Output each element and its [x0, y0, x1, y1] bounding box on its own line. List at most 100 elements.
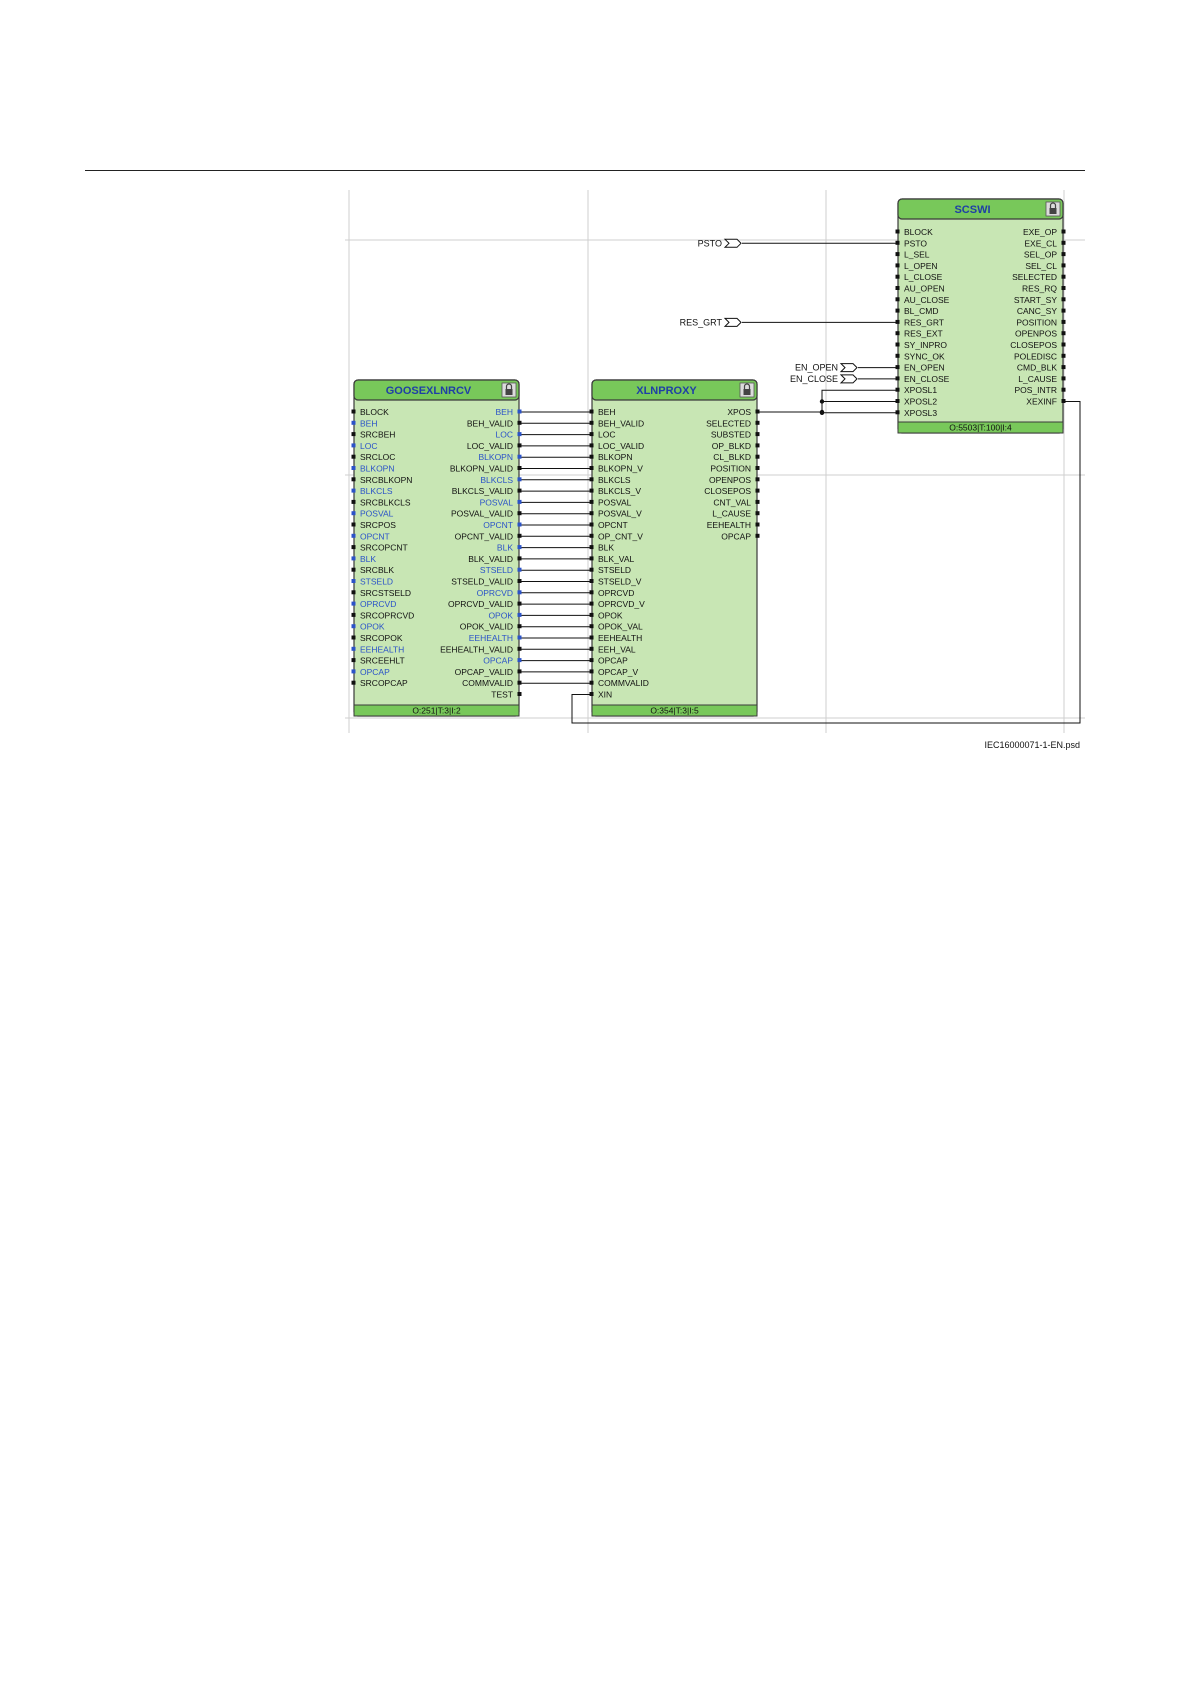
- input-pin: [351, 522, 356, 527]
- output-label: STSELD: [480, 565, 513, 575]
- input-label: SRCBLK: [360, 565, 394, 575]
- input-pin: [589, 488, 594, 493]
- input-label: XPOSL3: [904, 408, 937, 418]
- output-label: CLOSEPOS: [1010, 340, 1057, 350]
- input-pin: [589, 454, 594, 459]
- input-label: POSVAL: [360, 509, 394, 519]
- external-signal: EN_OPEN: [795, 363, 896, 373]
- input-label: SRCLOC: [360, 452, 395, 462]
- input-label: STSELD: [598, 565, 631, 575]
- block-header: [897, 198, 1064, 220]
- input-label: OPRCVD_V: [598, 599, 645, 609]
- output-label: CL_BLKD: [713, 452, 751, 462]
- input-pin: [895, 319, 900, 324]
- input-pin: [351, 624, 356, 629]
- block-footer: O:251|T:3|I:2: [412, 706, 461, 716]
- input-pin: [895, 331, 900, 336]
- input-pin: [589, 545, 594, 550]
- external-signal-label: RES_GRT: [680, 317, 723, 327]
- input-pin: [895, 252, 900, 257]
- input-pin: [895, 410, 900, 415]
- input-label: BEH: [360, 418, 377, 428]
- output-label: POLEDISC: [1014, 351, 1057, 361]
- output-label: START_SY: [1014, 295, 1057, 305]
- connector-arrow-icon: [839, 374, 858, 384]
- input-label: STSELD: [360, 577, 393, 587]
- input-pin: [895, 399, 900, 403]
- output-pin: [517, 499, 522, 504]
- output-label: BEH_VALID: [467, 418, 513, 428]
- lock-icon: [501, 382, 517, 398]
- input-pin: [351, 669, 356, 674]
- output-pin: [517, 669, 522, 674]
- output-pin: [1061, 308, 1066, 313]
- input-pin: [589, 533, 594, 538]
- input-pin: [589, 635, 594, 640]
- output-pin: [755, 432, 760, 437]
- input-label: BLKCLS: [360, 486, 393, 496]
- input-label: L_OPEN: [904, 261, 938, 271]
- output-label: POS_INTR: [1014, 385, 1057, 395]
- output-label: LOC: [496, 430, 513, 440]
- input-label: BLOCK: [360, 407, 389, 417]
- input-pin: [589, 624, 594, 629]
- input-pin: [895, 229, 900, 234]
- input-pin: [895, 240, 900, 245]
- output-pin: [1061, 252, 1066, 257]
- output-label: OPCNT: [483, 520, 513, 530]
- input-pin: [895, 286, 900, 290]
- input-label: POSVAL: [598, 497, 632, 507]
- block-title: SCSWI: [954, 204, 990, 216]
- output-label: BLKCLS_VALID: [452, 486, 513, 496]
- input-label: OPRCVD: [360, 599, 396, 609]
- output-pin: [517, 420, 522, 425]
- input-label: SRCOPCNT: [360, 543, 408, 553]
- output-pin: [517, 488, 522, 493]
- output-label: RES_RQ: [1022, 284, 1057, 294]
- input-pin: [589, 522, 594, 527]
- function-blocks: GOOSEXLNRCVO:251|T:3|I:2BLOCKBEHSRCBEHLO…: [351, 198, 1066, 717]
- input-label: XPOSL2: [904, 397, 937, 407]
- input-pin: [895, 387, 900, 392]
- input-pin: [589, 432, 594, 437]
- output-pin: [1061, 387, 1066, 392]
- input-pin: [589, 409, 594, 414]
- output-label: EEHEALTH_VALID: [440, 644, 513, 654]
- output-pin: [517, 624, 522, 629]
- input-label: AU_CLOSE: [904, 295, 950, 305]
- input-label: BLKOPN_V: [598, 464, 643, 474]
- input-pin: [351, 680, 356, 685]
- output-label: CANC_SY: [1017, 306, 1057, 316]
- input-label: BLK_VAL: [598, 554, 635, 564]
- input-pin: [589, 511, 594, 516]
- output-pin: [517, 466, 522, 470]
- external-signal: EN_CLOSE: [790, 374, 896, 384]
- output-label: XPOS: [727, 407, 751, 417]
- input-label: AU_OPEN: [904, 284, 945, 294]
- input-label: BLK: [598, 543, 614, 553]
- output-label: L_CAUSE: [1018, 374, 1057, 384]
- block-goosexlnrcv: GOOSEXLNRCVO:251|T:3|I:2BLOCKBEHSRCBEHLO…: [351, 379, 522, 717]
- output-pin: [517, 511, 522, 516]
- input-label: OPCAP: [598, 656, 628, 666]
- output-label: STSELD_VALID: [451, 577, 513, 587]
- output-label: EEHEALTH: [707, 520, 751, 530]
- junction-dot: [819, 409, 825, 415]
- wire-xexinf-xin: [571, 401, 1081, 724]
- block-header: [353, 379, 520, 401]
- output-pin: [1061, 319, 1066, 324]
- input-pin: [351, 646, 356, 651]
- input-pin: [351, 533, 356, 538]
- input-pin: [895, 342, 900, 347]
- output-pin: [517, 646, 522, 651]
- output-pin: [517, 612, 522, 617]
- external-signal: PSTO: [698, 238, 896, 248]
- input-pin: [895, 308, 900, 313]
- input-pin: [589, 499, 594, 504]
- output-pin: [755, 511, 760, 516]
- input-pin: [351, 499, 356, 504]
- output-pin: [1061, 297, 1066, 302]
- input-pin: [351, 409, 356, 414]
- output-label: SEL_OP: [1024, 250, 1057, 260]
- input-pin: [351, 658, 356, 663]
